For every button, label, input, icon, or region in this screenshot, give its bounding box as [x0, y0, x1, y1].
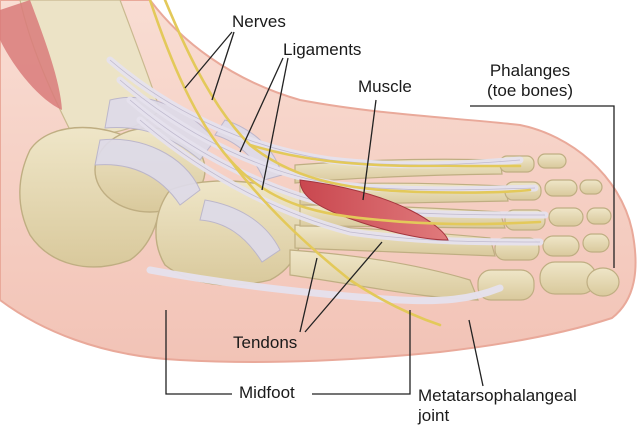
muscle	[299, 179, 449, 241]
nerves	[148, 0, 542, 327]
label-midfoot: Midfoot	[235, 383, 299, 403]
leader-lines	[165, 31, 615, 395]
label-ligaments: Ligaments	[283, 40, 362, 59]
label-muscle: Muscle	[358, 77, 412, 96]
label-phalanges: Phalanges (toe bones)	[470, 61, 590, 101]
label-phalanges-line1: Phalanges	[489, 61, 571, 80]
leg-muscle	[0, 0, 62, 110]
label-metatarsophalangeal-joint: Metatarsophalangeal joint	[418, 386, 577, 426]
label-phalanges-line2: (toe bones)	[487, 81, 573, 100]
label-nerves: Nerves	[232, 12, 286, 31]
label-mtp-line1: Metatarsophalangeal	[418, 386, 577, 405]
label-mtp-line2: joint	[418, 406, 450, 425]
label-tendons: Tendons	[233, 333, 298, 352]
